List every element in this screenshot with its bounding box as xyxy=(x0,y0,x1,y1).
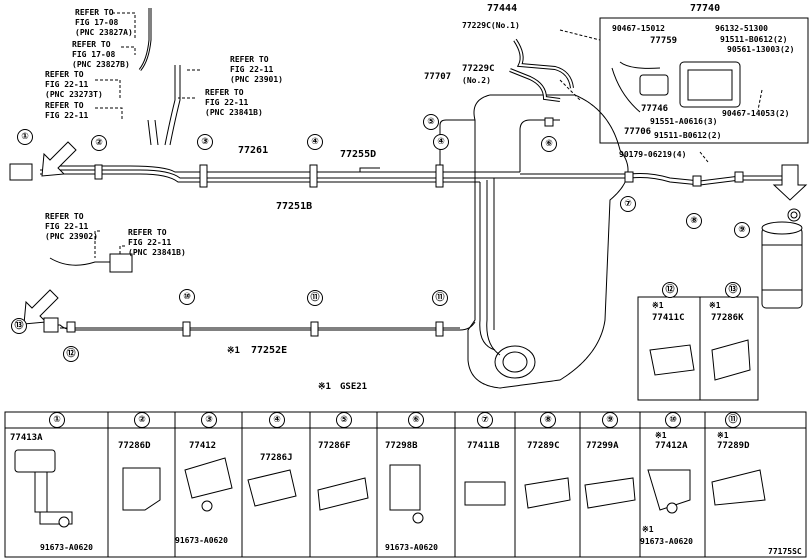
pn-90467-15012: 90467-15012 xyxy=(612,24,665,33)
table-mark-10: ※1 xyxy=(655,431,667,440)
pn-77252e: 77252E xyxy=(251,345,288,356)
lower-tube xyxy=(45,321,476,331)
callout-10: ⑩ xyxy=(179,289,195,305)
note-gse21: GSE21 xyxy=(340,382,368,392)
table-num-7: ⑦ xyxy=(477,412,493,428)
table-part-11: 77289D xyxy=(717,441,750,451)
callout-2: ② xyxy=(91,135,107,151)
table-num-9: ⑨ xyxy=(602,412,618,428)
table-num-1: ① xyxy=(49,412,65,428)
pn-91511-b0612-b: 91511-B0612(2) xyxy=(654,131,722,140)
table-num-8: ⑧ xyxy=(540,412,556,428)
callout-11b: ⑪ xyxy=(432,290,448,306)
callout-5: ⑤ xyxy=(423,114,439,130)
tank-pump-ring xyxy=(494,345,536,379)
table-part-2: 77286D xyxy=(118,441,151,451)
table-bolt-3: 91673-A0620 xyxy=(175,536,228,545)
callout-4b: ④ xyxy=(433,134,449,150)
pn-77706: 77706 xyxy=(624,127,652,137)
callout-6: ⑥ xyxy=(541,136,557,152)
table-part-8: 77289C xyxy=(527,441,560,451)
pn-77255d: 77255D xyxy=(340,149,377,160)
callout-9: ⑨ xyxy=(734,222,750,238)
pn-77759: 77759 xyxy=(650,36,678,46)
pn-90561-13003: 90561-13003(2) xyxy=(727,45,795,54)
table-bolt-6: 91673-A0620 xyxy=(385,543,438,552)
ref-fig17-08-b: REFER TO FIG 17-08 (PNC 23827B) xyxy=(72,40,130,69)
table-part-10: 77412A xyxy=(655,441,688,451)
table-part-5: 77286F xyxy=(318,441,351,451)
callout-1: ① xyxy=(17,129,33,145)
table-num-2: ② xyxy=(134,412,150,428)
pn-77746: 77746 xyxy=(641,104,669,114)
ref-fig22-11-e: REFER TO FIG 22-11 (PNC 23901) xyxy=(230,55,283,84)
ref-fig22-11-d: REFER TO FIG 22-11 xyxy=(45,101,89,120)
table-num-5: ⑤ xyxy=(336,412,352,428)
table-part-4: 77286J xyxy=(260,453,293,463)
detail-mark-13: ※1 xyxy=(709,301,721,310)
table-mark-11: ※1 xyxy=(717,431,729,440)
pn-77444: 77444 xyxy=(487,3,518,14)
callout-7: ⑦ xyxy=(620,196,636,212)
charcoal-canister-body xyxy=(761,227,803,309)
footer-id: 77175SC xyxy=(768,547,802,556)
pn-96132-51300: 96132-51300 xyxy=(715,24,768,33)
pn-77229c-no2: 77229C xyxy=(462,64,495,74)
clip-table xyxy=(4,411,807,558)
ref-fig22-11-h: REFER TO FIG 22-11 (PNC 23841B) xyxy=(128,228,186,257)
table-bolt-10: 91673-A0620 xyxy=(640,537,693,546)
pn-77229c-no2-suffix: (No.2) xyxy=(462,76,491,85)
table-num-11: ⑪ xyxy=(725,412,741,428)
note-mark-gse21: ※1 xyxy=(318,382,331,392)
table-mark-10b: ※1 xyxy=(642,525,654,534)
callout-11a: ⑪ xyxy=(307,290,323,306)
ref-fig22-11-c: REFER TO FIG 22-11 (PNC 23273T) xyxy=(45,70,103,99)
pn-77707: 77707 xyxy=(424,72,452,82)
detail-callout-12: ⑫ xyxy=(662,282,678,298)
pn-77261: 77261 xyxy=(238,145,269,156)
table-part-1: 77413A xyxy=(10,433,43,443)
pn-77740: 77740 xyxy=(690,3,721,14)
table-part-3: 77412 xyxy=(189,441,217,451)
table-part-9: 77299A xyxy=(586,441,619,451)
pn-91511-b0612-a: 91511-B0612(2) xyxy=(720,35,788,44)
fuel-tank-outline xyxy=(467,94,629,389)
pn-90179-06219: 90179-06219(4) xyxy=(619,150,687,159)
ref-fig22-11-g: REFER TO FIG 22-11 (PNC 23902) xyxy=(45,212,98,241)
callout-8: ⑧ xyxy=(686,213,702,229)
table-num-3: ③ xyxy=(201,412,217,428)
pn-77251b: 77251B xyxy=(276,201,313,212)
pn-77286k: 77286K xyxy=(711,313,744,323)
pn-77411c: 77411C xyxy=(652,313,685,323)
table-bolt-1: 91673-A0620 xyxy=(40,543,93,552)
table-part-7: 77411B xyxy=(467,441,500,451)
main-tube-bundle xyxy=(40,169,520,179)
ref-fig17-08-a: REFER TO FIG 17-08 (PNC 23827A) xyxy=(75,8,133,37)
detail-callout-13: ⑬ xyxy=(725,282,741,298)
callout-13: ⑬ xyxy=(11,318,27,334)
table-num-6: ⑥ xyxy=(408,412,424,428)
pn-91551-a0616: 91551-A0616(3) xyxy=(650,117,718,126)
table-num-4: ④ xyxy=(269,412,285,428)
callout-3: ③ xyxy=(197,134,213,150)
callout-4a: ④ xyxy=(307,134,323,150)
detail-mark-12: ※1 xyxy=(652,301,664,310)
callout-12: ⑫ xyxy=(63,346,79,362)
pn-77229c-no1: 77229C(No.1) xyxy=(462,21,520,30)
note-mark-77252e: ※1 xyxy=(227,346,240,356)
table-part-6: 77298B xyxy=(385,441,418,451)
pn-90467-14053: 90467-14053(2) xyxy=(722,109,790,118)
table-num-10: ⑩ xyxy=(665,412,681,428)
ref-fig22-11-f: REFER TO FIG 22-11 (PNC 23841B) xyxy=(205,88,263,117)
